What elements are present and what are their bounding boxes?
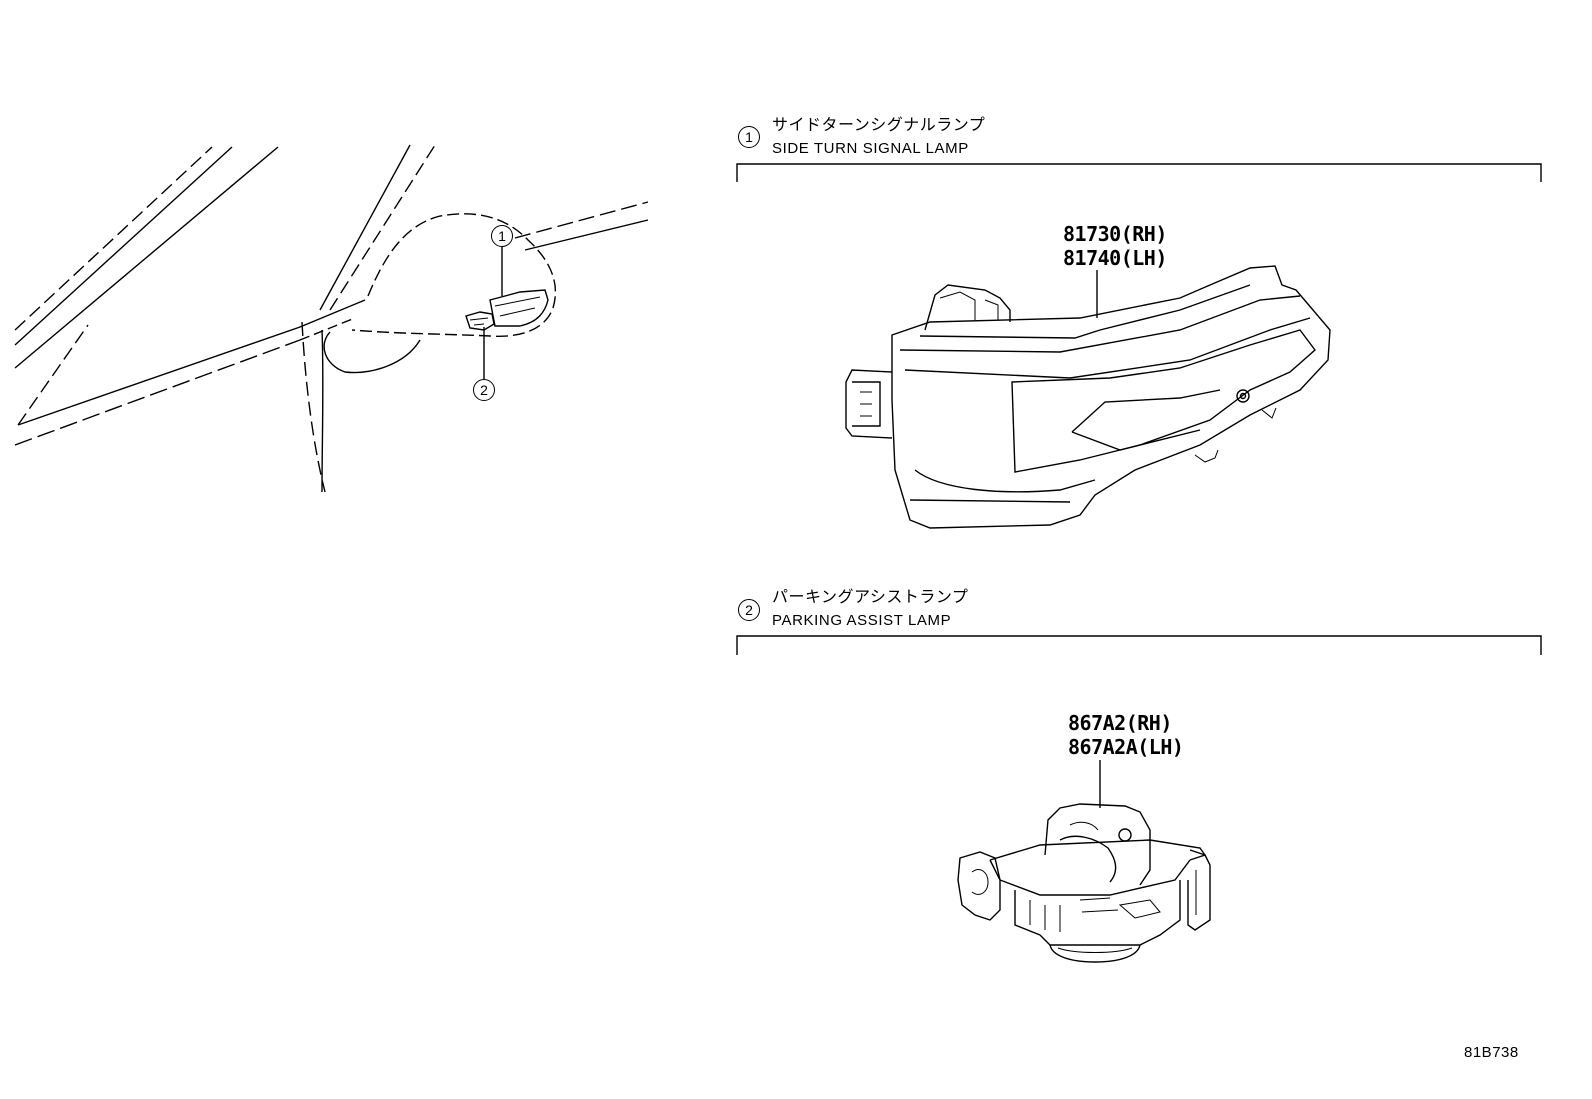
callout-2-marker: 2: [473, 379, 495, 401]
windshield-pillar-line: [14, 146, 233, 346]
a-pillar-line: [329, 144, 436, 311]
mirror-turn-lamp: [489, 289, 549, 327]
section-1-bracket: [736, 163, 1542, 182]
section-1-number: 1: [738, 126, 760, 148]
window-frame-line: [17, 324, 89, 426]
section-2-title-jp: パーキングアシストランプ: [772, 587, 969, 606]
a-pillar-line: [319, 144, 411, 311]
section-2-title-en: PARKING ASSIST LAMP: [772, 612, 952, 629]
hood-line: [514, 201, 649, 239]
callout-1-marker: 1: [491, 225, 513, 247]
mirror-parking-lamp: [465, 311, 495, 331]
mirror-base-outline: [323, 331, 421, 374]
part-number-81730-rh: 81730(RH): [1063, 222, 1167, 246]
part-number-81740-lh: 81740(LH): [1063, 246, 1167, 270]
section-1-title-en: SIDE TURN SIGNAL LAMP: [772, 140, 969, 157]
beltline: [299, 317, 356, 341]
hood-line: [524, 219, 649, 251]
part-number-867a2-rh: 867A2(RH): [1068, 711, 1172, 735]
diagram-code: 81B738: [1464, 1044, 1519, 1061]
windshield-pillar-line: [14, 146, 213, 331]
window-frame-line: [17, 326, 301, 426]
part-number-867a2a-lh: 867A2A(LH): [1068, 735, 1184, 759]
windshield-pillar-line: [14, 146, 279, 369]
beltline: [14, 339, 301, 446]
parking-assist-lamp-drawing: [957, 803, 1211, 963]
side-turn-signal-lamp-drawing: [845, 265, 1331, 529]
beltline: [299, 299, 366, 328]
section-2-number: 2: [738, 599, 760, 621]
door-edge-line: [321, 329, 324, 493]
mirror-housing-outline: [351, 213, 557, 337]
section-2-bracket: [736, 635, 1542, 655]
section-1-title-jp: サイドターンシグナルランプ: [772, 115, 986, 134]
door-edge-line: [301, 321, 326, 493]
